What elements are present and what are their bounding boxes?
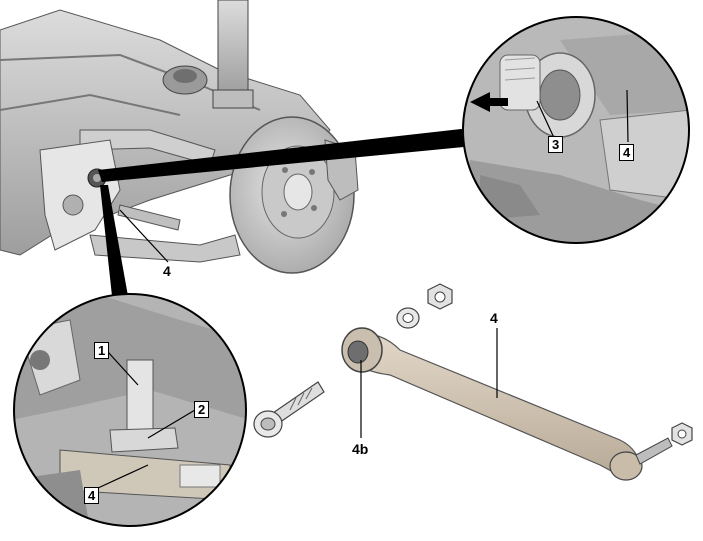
detail-top [462,16,690,244]
washer-top [396,307,420,329]
arm-body [349,333,641,481]
label-detail-bottom-1: 1 [94,342,110,359]
label-detail-bottom-2: 2 [194,401,210,418]
label-detail-bottom-4: 4 [84,487,100,504]
nut-end [671,422,693,446]
lower-arm [89,234,241,263]
axle-overview [0,0,359,274]
label-detail-top-4: 4 [619,144,635,161]
label-bushing: 4b [352,441,369,457]
connector-bottom [100,185,128,296]
detail-bottom [13,293,247,527]
label-overview-arm: 4 [163,263,171,279]
connector-top [98,128,474,182]
label-arm-part: 4 [490,310,498,326]
nut-top [427,283,453,310]
strut [217,0,249,96]
label-detail-top-3: 3 [548,136,564,153]
bolt [253,381,325,438]
arrow-icon [470,92,508,112]
control-arm-exploded [253,283,693,481]
